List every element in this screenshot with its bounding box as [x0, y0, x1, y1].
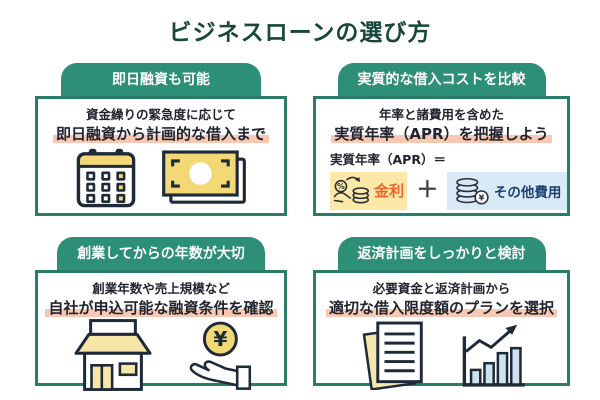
section-ribbon: 創業してからの年数が大切 — [57, 237, 265, 270]
icon-row: ¥ — [69, 318, 253, 392]
section-same-day-financing: 即日融資も可能 資金繰りの緊急度に応じて 即日融資から計画的な借入まで — [35, 63, 287, 216]
other-costs-label: その他費用 — [493, 184, 562, 201]
section-ribbon: 返済計画をしっかりと検討 — [337, 237, 546, 270]
apr-formula: 実質年率（APR）＝ % — [316, 144, 567, 210]
section-text-line2: 即日融資から計画的な借入まで — [52, 124, 269, 144]
other-costs-box: ¥ その他費用 — [447, 171, 567, 210]
section-text-line1: 年率と諸費用を含めた — [378, 107, 504, 122]
section-borrowing-cost: 実質的な借入コストを比較 年率と諸費用を含めた 実質年率（APR）を把握しよう … — [313, 63, 570, 216]
section-text-line1: 必要資金と返済計画から — [372, 281, 511, 296]
section-ribbon: 実質的な借入コストを比較 — [337, 63, 546, 96]
svg-text:¥: ¥ — [213, 327, 227, 351]
svg-text:¥: ¥ — [479, 192, 485, 202]
storefront-icon — [69, 318, 157, 392]
interest-box: % 金利 — [330, 171, 408, 210]
section-card: 創業年数や売上規模など 自社が申込可能な融資条件を確認 — [35, 270, 287, 391]
section-text-line1: 創業年数や売上規模など — [92, 281, 230, 296]
interest-label: 金利 — [374, 182, 405, 201]
percent-hand-coins-icon: % — [333, 176, 371, 206]
icon-row — [75, 144, 247, 213]
section-repayment-plan: 返済計画をしっかりと検討 必要資金と返済計画から 適切な借入限度額のプランを選択 — [313, 237, 570, 390]
section-card: 必要資金と返済計画から 適切な借入限度額のプランを選択 — [313, 270, 570, 390]
page-title: ビジネスローンの選び方 — [168, 20, 432, 46]
section-text-line2: 自社が申込可能な融資条件を確認 — [45, 298, 277, 318]
coins-yen-icon: ¥ — [453, 176, 491, 206]
section-card: 年率と諸費用を含めた 実質年率（APR）を把握しよう 実質年率（APR）＝ % — [313, 96, 570, 216]
icon-row — [354, 318, 530, 390]
section-text-line2: 実質年率（APR）を把握しよう — [331, 124, 552, 144]
apr-formula-row: % 金利 ＋ — [330, 171, 567, 210]
section-card: 資金繰りの緊急度に応じて 即日融資から計画的な借入まで — [35, 96, 287, 216]
apr-formula-label: 実質年率（APR）＝ — [330, 151, 446, 167]
hand-coin-icon: ¥ — [181, 318, 253, 392]
section-text-line2: 適切な借入限度額のプランを選択 — [325, 298, 557, 318]
banknote-icon — [161, 149, 247, 207]
section-years-in-business: 創業してからの年数が大切 創業年数や売上規模など 自社が申込可能な融資条件を確認 — [35, 237, 287, 391]
svg-text:%: % — [337, 182, 345, 191]
documents-icon — [354, 318, 430, 390]
plus-sign: ＋ — [416, 177, 439, 203]
calendar-icon — [75, 147, 137, 209]
section-ribbon: 即日融資も可能 — [61, 63, 261, 96]
growth-chart-icon — [454, 318, 530, 390]
section-text-line1: 資金繰りの緊急度に応じて — [85, 107, 236, 122]
